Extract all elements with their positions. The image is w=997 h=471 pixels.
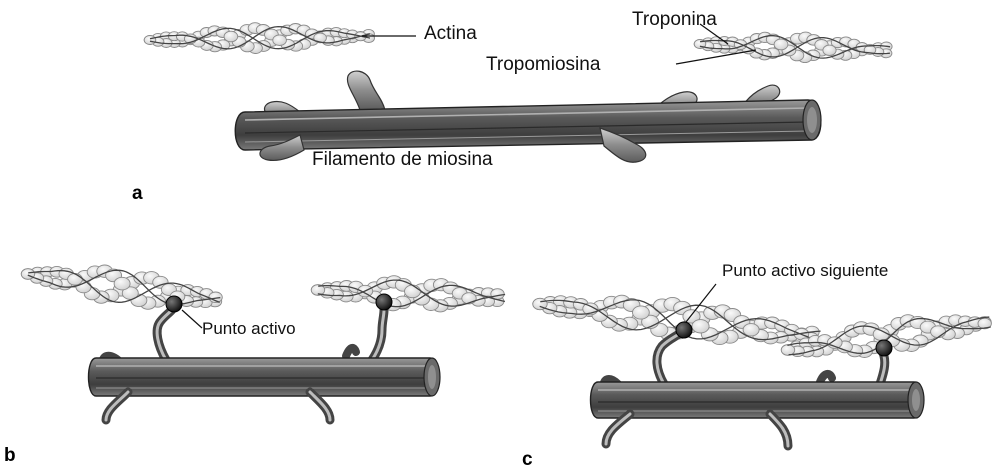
actin-bead [781,345,794,356]
actin-bead [273,35,287,46]
panel-a [144,23,892,163]
myosin-filament [89,348,441,420]
panel-b [21,265,505,420]
actin-bead [823,45,836,55]
active-site [876,340,892,356]
actin-filament-left [21,265,222,309]
label-tropomiosina: Tropomiosina [486,55,600,74]
label-troponina: Troponina [632,10,717,29]
myosin-head [347,71,385,110]
leader-line-punto-activo [182,310,202,328]
active-site [376,294,392,310]
actin-bead [931,326,946,338]
label-filamento-de-miosina: Filamento de miosina [312,150,493,169]
actin-bead [491,289,504,300]
actin-bead [743,324,759,336]
actin-bead [692,320,709,333]
label-punto-activo-siguiente: Punto activo siguiente [722,262,888,279]
active-site [676,322,692,338]
actin-bead [405,285,421,298]
panel-letter-b: b [4,446,16,465]
actin-bead [68,274,83,286]
actin-bead [462,293,476,304]
actin-filament-left [144,23,374,54]
label-actina: Actina [424,24,477,43]
actin-bead [114,277,130,290]
actin-bead [144,36,156,45]
label-punto-activo: Punto activo [202,320,296,337]
myosin-filament [591,374,925,446]
panel-c [533,284,992,446]
panel-letter-c: c [522,450,533,469]
actin-bead [774,39,788,50]
actin-filament-right [694,32,892,63]
actin-bead [633,306,650,319]
actin-bead [224,31,238,42]
active-site [166,296,182,312]
actin-filament-right [311,276,505,312]
panel-letter-a: a [132,184,143,203]
